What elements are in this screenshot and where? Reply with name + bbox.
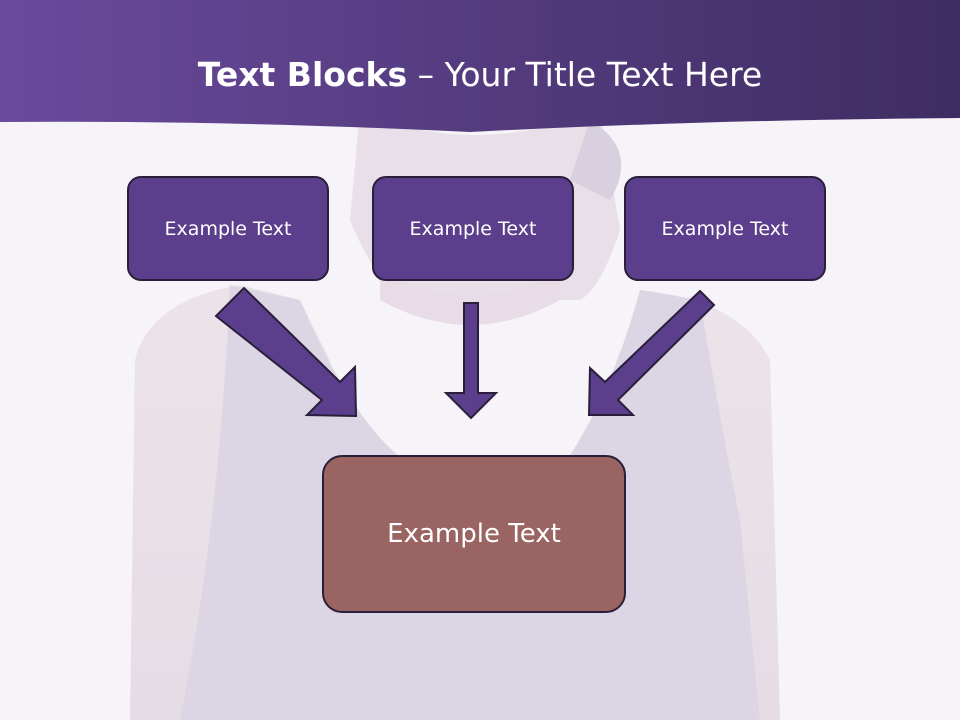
text-block-bottom-label: Example Text — [387, 519, 561, 549]
text-block-bottom[interactable]: Example Text — [322, 455, 626, 613]
text-block-left[interactable]: Example Text — [127, 176, 329, 281]
text-block-right[interactable]: Example Text — [624, 176, 826, 281]
header-band — [0, 0, 960, 132]
arrow-center — [443, 302, 499, 420]
text-block-center-label: Example Text — [409, 217, 537, 240]
title-bold: Text Blocks — [197, 55, 408, 94]
arrow-left — [214, 286, 358, 418]
title-rest: Your Title Text Here — [444, 55, 763, 94]
arrow-right — [587, 289, 716, 416]
slide-title: Text Blocks – Your Title Text Here — [0, 53, 960, 97]
title-separator: – — [407, 55, 445, 94]
text-block-left-label: Example Text — [164, 217, 292, 240]
text-block-right-label: Example Text — [661, 217, 789, 240]
text-block-center[interactable]: Example Text — [372, 176, 574, 281]
